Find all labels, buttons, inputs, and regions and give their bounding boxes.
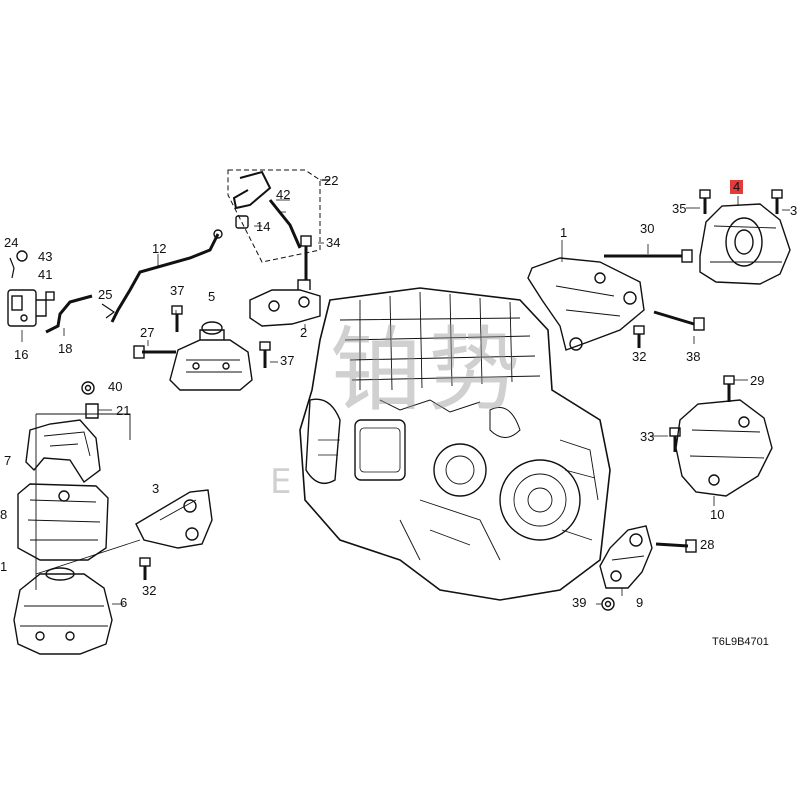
label-part-30: 30	[640, 221, 655, 236]
part-43-bolt	[16, 250, 28, 262]
label-part-24: 24	[4, 235, 19, 250]
leader-lines	[254, 179, 790, 605]
label-part-14: 14	[256, 219, 271, 234]
part-1-bracket	[527, 240, 645, 351]
label-part-4-highlight: 4	[730, 180, 744, 194]
label-part-35: 35	[672, 201, 687, 216]
part-21-clip	[85, 403, 112, 419]
label-part-28: 28	[700, 537, 715, 552]
part-25-clip	[101, 303, 116, 319]
label-part-6: 6	[120, 595, 128, 610]
label-part-7: 7	[4, 453, 12, 468]
part-9-mount	[599, 525, 653, 596]
label-part-41: 41	[38, 267, 53, 282]
part-3-bracket	[35, 489, 213, 575]
part-28-bolt	[655, 539, 697, 553]
label-part-39: 39	[572, 595, 587, 610]
watermark-small: E	[270, 462, 292, 502]
label-part-27: 27	[140, 325, 155, 340]
part-35-bolt	[699, 189, 711, 214]
part-41-bolt	[45, 291, 55, 301]
label-part-1: 1	[560, 225, 568, 240]
part-37-bolt-lower	[259, 341, 278, 368]
label-part-43: 43	[38, 249, 53, 264]
label-part-9: 9	[636, 595, 644, 610]
label-part-32-right: 32	[632, 349, 647, 364]
part-8-mount	[17, 483, 109, 561]
label-part-22: 22	[324, 173, 339, 188]
part-5-mount	[169, 310, 253, 391]
label-part-3-right: 3	[790, 203, 798, 218]
label-part-29: 29	[750, 373, 765, 388]
label-part-42: 42	[276, 187, 291, 202]
part-10-mount	[675, 399, 773, 506]
part-39-nut	[601, 597, 615, 611]
label-part-37-upper: 37	[170, 283, 185, 298]
label-part-37-lower: 37	[280, 353, 295, 368]
part-22-hose-group	[227, 169, 330, 263]
part-29-bolt	[723, 375, 748, 402]
part-2-bracket	[249, 235, 321, 330]
part-27-bolt	[133, 340, 176, 359]
label-part-25: 25	[98, 287, 113, 302]
label-part-5: 5	[208, 289, 216, 304]
part-6-mount	[13, 567, 124, 655]
part-16-sensor-bracket	[7, 257, 47, 342]
diagram-reference-code: T6L9B4701	[712, 636, 769, 648]
label-part-21: 21	[116, 403, 131, 418]
label-part-10: 10	[710, 507, 725, 522]
label-part-1-left: 1	[0, 559, 8, 574]
label-part-33: 33	[640, 429, 655, 444]
part-40-nut	[81, 381, 95, 395]
engine-assembly	[299, 287, 611, 601]
label-part-3-left: 3	[152, 481, 160, 496]
label-part-8: 8	[0, 507, 8, 522]
watermark-text: 铂势	[330, 317, 527, 424]
left-group-bracket	[35, 413, 131, 590]
label-part-16: 16	[14, 347, 29, 362]
part-7-heat-shield	[25, 419, 101, 484]
label-part-2: 2	[300, 325, 308, 340]
part-33-bolt	[669, 427, 681, 452]
part-32-bolt-right	[633, 325, 645, 348]
label-part-40: 40	[108, 379, 123, 394]
part-38-bolt	[653, 310, 705, 344]
part-32-bolt-left	[139, 557, 151, 580]
part-12-pipe	[110, 229, 223, 323]
label-part-12: 12	[152, 241, 167, 256]
label-part-38: 38	[686, 349, 701, 364]
part-4-mount	[699, 196, 791, 285]
label-part-32-left: 32	[142, 583, 157, 598]
label-part-34: 34	[326, 235, 341, 250]
part-18-hose	[45, 294, 93, 336]
part-30-bolt	[604, 244, 693, 263]
label-part-18: 18	[58, 341, 73, 356]
part-36-bolt	[771, 189, 783, 214]
part-37-bolt-upper	[171, 305, 183, 332]
